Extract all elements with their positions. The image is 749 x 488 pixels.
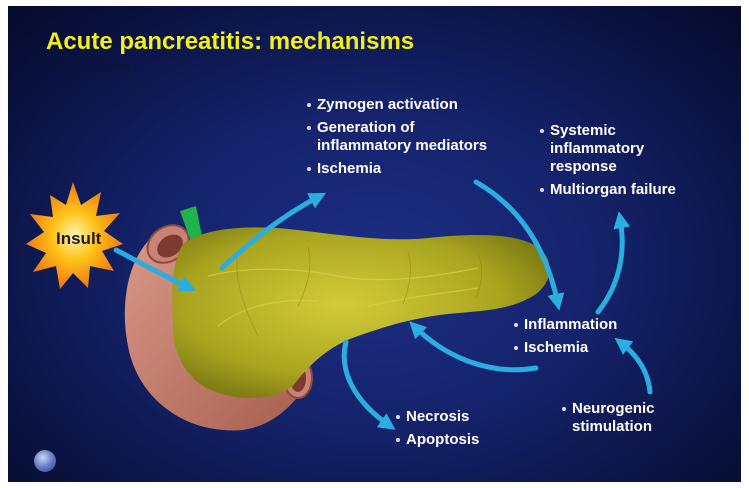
mechanism-item: Zymogen activation [306, 96, 487, 114]
arrow-neurogenic-to-inflammation [620, 342, 650, 392]
local-effects-list: InflammationIschemia [513, 316, 617, 362]
early-events-list: Zymogen activationGeneration ofinflammat… [306, 96, 487, 183]
ghost-subtitle: mechanisms [58, 60, 131, 74]
systemic-response-list: SystemicinflammatoryresponseMultiorgan f… [539, 122, 676, 204]
cell-death-list: NecrosisApoptosis [395, 408, 479, 454]
arrow-pancreas-to-death [344, 342, 390, 426]
mechanism-item: Ischemia [306, 160, 487, 178]
mechanism-item: Neurogenicstimulation [561, 400, 655, 436]
slide-title: Acute pancreatitis: mechanisms [46, 28, 414, 56]
pancreas [172, 227, 549, 398]
mechanism-item: Multiorgan failure [539, 181, 676, 199]
insult-label: Insult [56, 229, 101, 249]
neurogenic-list: Neurogenicstimulation [561, 400, 655, 441]
slide: Acute pancreatitis: mechanisms mechanism… [8, 6, 741, 482]
mechanism-item: Ischemia [513, 339, 617, 357]
mechanism-item: Apoptosis [395, 431, 479, 449]
globe-logo-icon [34, 450, 56, 472]
mechanism-item: Systemicinflammatoryresponse [539, 122, 676, 176]
mechanism-item: Generation ofinflammatory mediators [306, 119, 487, 155]
arrow-inflammation-to-systemic [598, 218, 622, 312]
mechanism-item: Necrosis [395, 408, 479, 426]
mechanism-item: Inflammation [513, 316, 617, 334]
